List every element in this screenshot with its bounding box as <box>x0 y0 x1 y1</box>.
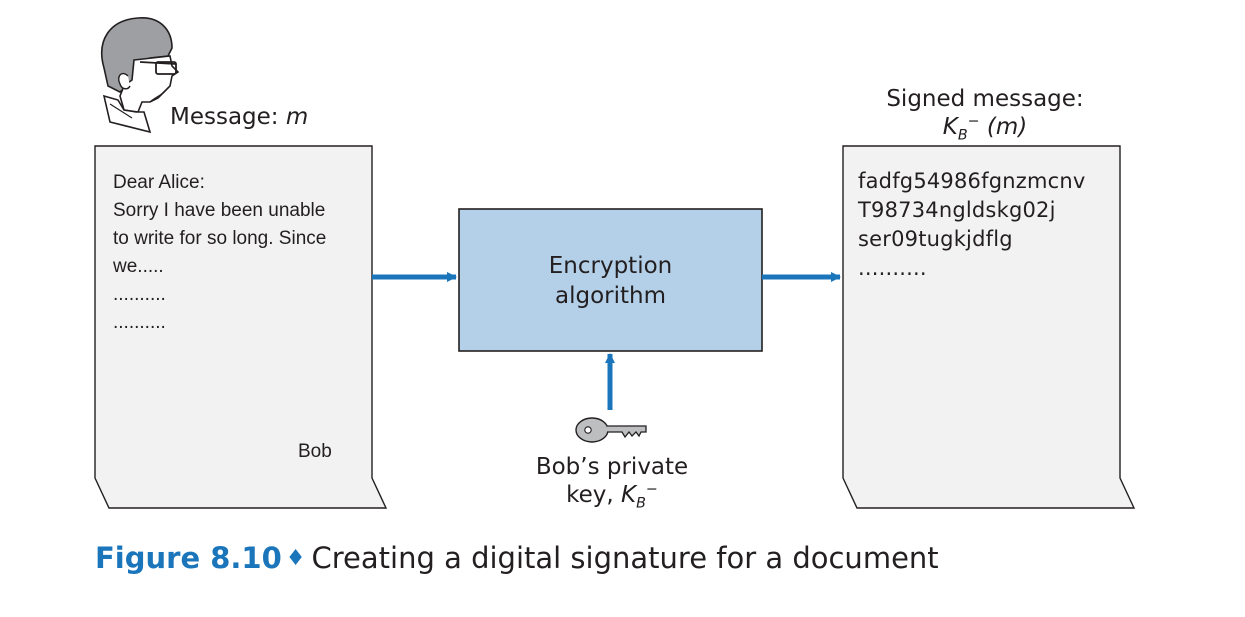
signed-doc-line: T98734ngldskg02j <box>858 198 1056 222</box>
signed-document <box>842 145 1136 509</box>
signed-doc-body: fadfg54986fgnzmcnv T98734ngldskg02j ser0… <box>858 167 1086 283</box>
letter-body: Dear Alice: Sorry I have been unable to … <box>113 169 326 337</box>
encryption-line-2: algorithm <box>554 283 666 309</box>
private-key-label: Bob’s private key, KB− <box>512 453 712 512</box>
figure-caption-text: Creating a digital signature for a docum… <box>311 541 939 575</box>
signed-doc-line: ser09tugkjdflg <box>858 227 1013 251</box>
private-key-line-2: key, KB− <box>566 481 658 512</box>
sender-message-label: Message: m <box>170 103 308 131</box>
letter-line: .......... <box>113 312 166 333</box>
sender-message-text: Message: <box>170 104 286 130</box>
caption-separator: ♦ <box>285 546 306 571</box>
signed-message-line-2: KB− (m) <box>942 113 1028 144</box>
encryption-line-1: Encryption <box>548 253 673 279</box>
key-icon <box>575 417 647 443</box>
signed-message-label: Signed message: KB− (m) <box>860 85 1110 144</box>
figure-number: Figure 8.10 <box>95 541 282 575</box>
encryption-box-label: Encryption algorithm <box>459 251 762 311</box>
private-key-line-1: Bob’s private <box>535 454 689 480</box>
letter-line: .......... <box>113 284 166 305</box>
letter-document <box>94 145 388 509</box>
signed-message-line-1: Signed message: <box>886 86 1084 112</box>
letter-line: Sorry I have been unable <box>113 200 326 221</box>
signed-doc-line: .......... <box>858 256 927 280</box>
letter-signature: Bob <box>298 441 332 462</box>
sender-message-var: m <box>285 104 309 130</box>
letter-line: Dear Alice: <box>113 172 205 193</box>
signed-doc-line: fadfg54986fgnzmcnv <box>858 169 1086 193</box>
letter-line: we..... <box>113 256 164 277</box>
letter-line: to write for so long. Since <box>113 228 327 249</box>
person-head-icon <box>100 17 180 134</box>
encryption-box <box>458 208 763 352</box>
figure-caption: Figure 8.10♦Creating a digital signature… <box>95 541 939 579</box>
